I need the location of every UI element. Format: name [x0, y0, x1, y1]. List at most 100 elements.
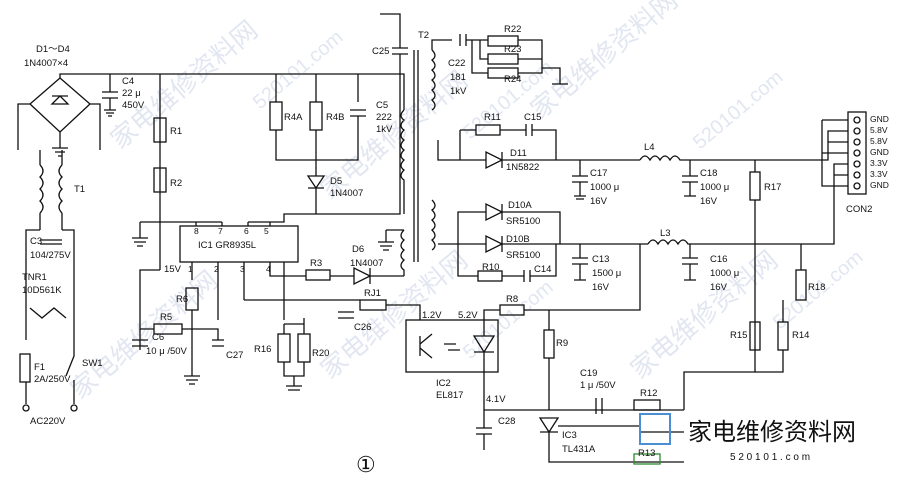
cap-c18-v1: 1000 μ — [700, 182, 729, 193]
bridge-label: D1～D4 — [36, 44, 70, 55]
brand-url: 5 2 0 1 0 1 . c o m — [730, 452, 810, 463]
svg-text:3.3V: 3.3V — [870, 169, 888, 179]
transformer-label: T2 — [418, 30, 429, 41]
watermark-text: 家电维修资料网 — [525, 0, 684, 125]
cap-c27-label: C27 — [226, 350, 243, 361]
resistor-r13 — [633, 453, 661, 465]
brand-text: 家电维修资料网 — [688, 418, 856, 446]
cap-c22-v1: 181 — [450, 72, 466, 83]
ac-terminal — [70, 404, 78, 412]
opto-part: EL817 — [436, 390, 463, 401]
svg-text:1: 1 — [188, 264, 193, 274]
choke-l3 — [647, 239, 820, 246]
resistor-r10-label: R10 — [482, 262, 499, 273]
switch-label: SW1 — [82, 358, 103, 369]
resistor-r15-label: R15 — [730, 330, 747, 341]
resistor-r23-label: R23 — [504, 44, 521, 55]
cap-c16-v2: 16V — [710, 282, 728, 293]
diode-d5-part: 1N4007 — [330, 188, 363, 199]
cap-c13-label: C13 — [592, 254, 609, 265]
regulator-ic3 — [538, 417, 684, 463]
cap-c4-value2: 450V — [122, 100, 145, 111]
resistor-r11-label: R11 — [484, 112, 501, 123]
choke-t1-label: T1 — [74, 184, 85, 195]
opto-v-a: 1.2V — [422, 310, 442, 321]
brand-watermark: 家电维修资料网 5 2 0 1 0 1 . c o m — [639, 413, 856, 463]
resistor-r1 — [153, 117, 167, 143]
cap-c17-label: C17 — [590, 168, 607, 179]
cap-c25 — [380, 13, 408, 74]
switch-sw1 — [65, 340, 75, 404]
soft-start-section: R6 R5 C6 10 μ /50V C27 R16 R20 C26 — [132, 262, 371, 391]
cap-c5-v2: 1kV — [376, 124, 393, 135]
bridge-part: 1N4007×4 — [24, 58, 68, 69]
cap-c22-label: C22 — [448, 58, 465, 69]
opto-v-b: 5.2V — [458, 310, 478, 321]
diode-d11 — [459, 130, 640, 170]
secondary-winding-a — [430, 49, 436, 111]
resistor-r3 — [305, 269, 331, 281]
ic1: IC1 GR8935L 8 7 6 5 1 2 3 4 15V — [132, 74, 401, 320]
ground-symbol — [132, 221, 222, 247]
diode-d10a — [485, 202, 561, 244]
watermark-text: 家电维修资料网 — [315, 245, 474, 385]
cap-c18-v2: 16V — [700, 196, 718, 207]
regulator-label: IC3 — [562, 430, 577, 441]
cap-c14 — [502, 244, 557, 282]
resistor-r6-label: R6 — [176, 294, 188, 305]
resistor-r2 — [153, 167, 167, 193]
fuse-label: F1 — [34, 362, 45, 373]
cap-c4 — [102, 74, 118, 117]
snubber-section: R4A R4B C5 222 1kV D5 1N4007 C25 — [269, 13, 408, 214]
cap-c16 — [682, 244, 698, 281]
cap-c18 — [682, 160, 698, 197]
diode-d10b — [485, 234, 648, 254]
watermark-url: 520101.com — [689, 66, 787, 154]
cap-c28-label: C28 — [498, 416, 515, 427]
resistor-r12 — [633, 399, 661, 411]
output-5v-section: R11 C15 D11 1N5822 C17 1000 μ 16V L4 C18… — [437, 112, 820, 212]
cap-c27 — [212, 339, 224, 347]
diode-d10a-label: D10A — [508, 200, 532, 211]
cap-c3-label: C3 — [30, 236, 42, 247]
resistor-r12-label: R12 — [640, 388, 657, 399]
cap-c13-v2: 16V — [592, 282, 610, 293]
cap-c17 — [572, 160, 588, 200]
resistor-r16 — [277, 333, 291, 363]
diode-d11-label: D11 — [510, 148, 527, 159]
svg-text:GND: GND — [870, 147, 889, 157]
ic1-vcc-label: 15V — [164, 264, 182, 275]
regulator-part: TL431A — [562, 444, 596, 455]
resistor-r17-label: R17 — [764, 182, 781, 193]
resistor-r22-label: R22 — [504, 24, 521, 35]
cap-c26 — [338, 311, 354, 319]
aux-section: R3 D6 1N4007 RJ1 — [244, 229, 421, 320]
resistor-r1-label: R1 — [170, 126, 182, 137]
svg-text:6: 6 — [244, 226, 249, 236]
resistor-r9 — [543, 329, 555, 359]
cap-c14-label: C14 — [534, 264, 551, 275]
optocoupler-ic2 — [405, 319, 499, 373]
resistor-r2-label: R2 — [170, 178, 182, 189]
resistor-r22 — [487, 35, 519, 47]
svg-text:2: 2 — [214, 264, 219, 274]
cap-c13-v1: 1500 μ — [592, 268, 621, 279]
watermark-url: 520101.com — [249, 26, 347, 114]
ic1-label: IC1 GR8935L — [198, 240, 256, 251]
input-section: D1～D4 1N4007×4 T1 C3 104/275V TNR1 10D56… — [17, 44, 210, 427]
resistor-r20 — [297, 333, 311, 363]
aux-winding — [400, 229, 406, 276]
diode-d6-label: D6 — [352, 244, 364, 255]
svg-text:5.8V: 5.8V — [870, 136, 888, 146]
ground-symbol — [52, 132, 68, 157]
fuse-f1 — [19, 353, 31, 383]
bulk-cap-section: C4 22 μ 450V — [102, 74, 145, 117]
resistor-r15 — [749, 321, 761, 351]
bridge-rectifier — [29, 77, 91, 133]
svg-text:3: 3 — [240, 264, 245, 274]
cap-c6-value: 10 μ /50V — [146, 346, 188, 357]
cap-c3-value: 104/275V — [30, 250, 71, 261]
svg-text:4: 4 — [266, 264, 271, 274]
watermark-text: 家电维修资料网 — [65, 265, 224, 405]
